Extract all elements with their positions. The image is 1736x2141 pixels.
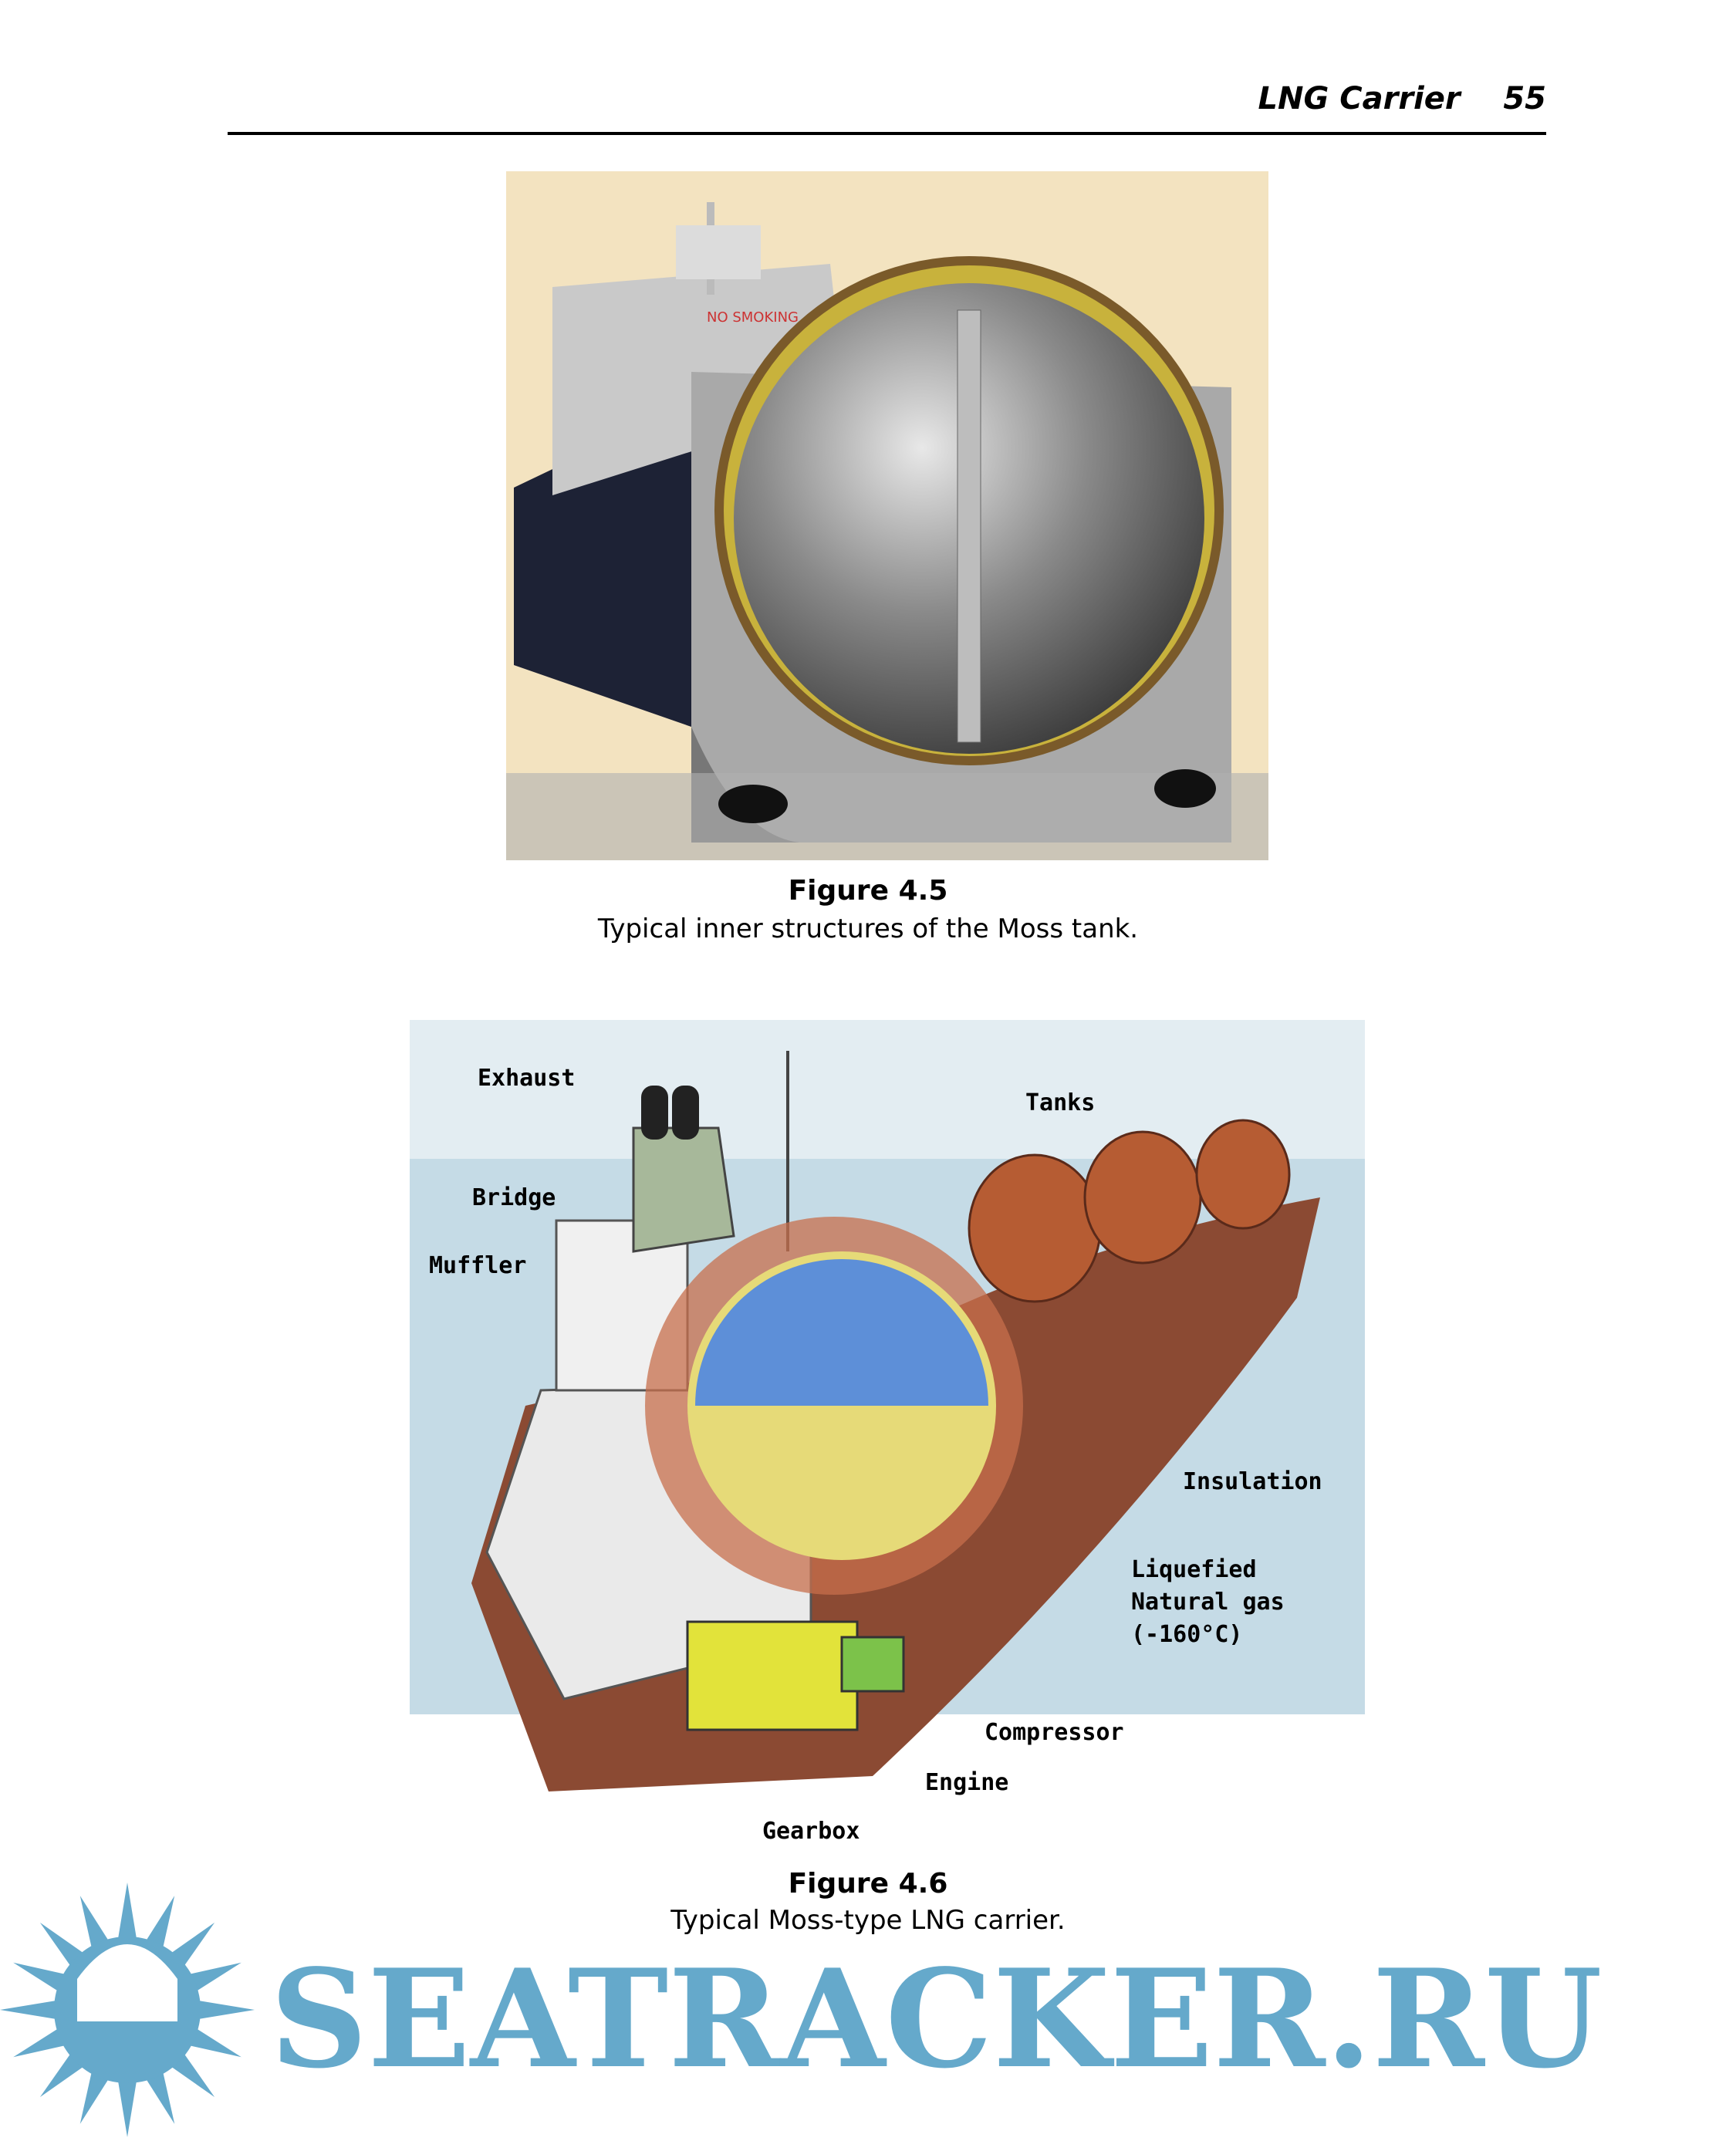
no-smoking-sign: NO SMOKING — [707, 309, 799, 326]
watermark-sun-logo — [0, 1883, 255, 2137]
header-rule — [228, 132, 1546, 135]
watermark-text: SEATRACKER.RU — [270, 1940, 1603, 2099]
figure-4-5-caption: Typical inner structures of the Moss tan… — [597, 913, 1139, 944]
figure-4-6-caption: Typical Moss-type LNG carrier. — [670, 1905, 1066, 1936]
running-title: LNG Carrier — [1258, 81, 1461, 117]
label-tanks: Tanks — [1025, 1089, 1096, 1116]
running-head: LNG Carrier 55 — [1080, 81, 1546, 117]
label-liquefied-natural-gas: Liquefied Natural gas (-160°C) — [1131, 1556, 1285, 1648]
figure-moss-tank-image: NO SMOKING — [506, 171, 1268, 860]
page-number: 55 — [1503, 81, 1546, 117]
label-exhaust: Exhaust — [478, 1065, 576, 1092]
label-bridge: Bridge — [472, 1184, 556, 1211]
label-compressor: Compressor — [985, 1719, 1124, 1746]
figure-4-6-title: Figure 4.6 — [788, 1868, 948, 1900]
label-engine: Engine — [925, 1769, 1009, 1796]
label-muffler: Muffler — [429, 1252, 527, 1279]
figure-lng-carrier-image: Exhaust Bridge Muffler Tanks Insulation … — [410, 1020, 1365, 1847]
label-insulation: Insulation — [1183, 1468, 1322, 1495]
label-gearbox: Gearbox — [762, 1818, 860, 1845]
figure-4-5-title: Figure 4.5 — [788, 875, 948, 907]
